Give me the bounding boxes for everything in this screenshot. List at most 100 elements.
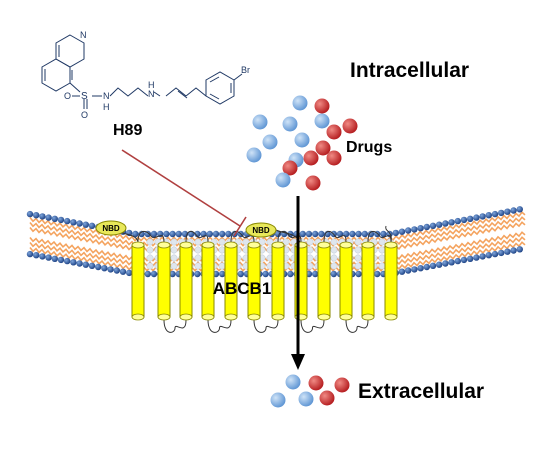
helix-cap [131,313,145,321]
lipid-head [63,217,71,225]
blue-drug-particle [270,392,286,408]
channel-bead [146,238,154,246]
lipid-head [405,227,412,234]
red-drug-particle [326,124,342,140]
lipid-head [287,270,294,278]
helix-cap [339,313,353,321]
lipid-head [132,230,139,238]
lipid-head [491,210,499,218]
lipid-head [150,270,158,278]
helix [317,241,331,321]
lipid-head [336,230,344,238]
lipid-head [423,263,430,271]
channel-bead [194,254,202,262]
helix [339,241,353,321]
intracellular-label: Intracellular [350,59,469,82]
channel-bead [330,246,338,254]
lipid-head [473,254,480,261]
red-drug-particle [305,175,321,191]
lipid-head [330,270,337,278]
helix-cap [317,241,331,249]
loop [253,319,279,333]
channel-bead [306,254,314,262]
lipid-head [467,215,474,222]
loop [185,231,209,243]
lipid-head [479,253,486,260]
channel-bead [330,262,338,270]
atom-n-amine: N [148,89,155,99]
blue-drug-particle [246,147,262,163]
channel-bead [282,238,290,246]
lipid-head [429,262,437,269]
atom-n-sulfonamide: N [103,91,110,101]
lipid-head [349,230,356,238]
red-drug-particle [314,98,330,114]
channel-bead [170,238,178,246]
helix-cap [131,241,145,249]
lipid-head [312,230,319,238]
lipid-head [169,230,176,238]
helix [224,241,238,321]
channel-bead [354,262,362,270]
lipid-head [51,215,58,222]
lipid-head [169,270,176,278]
channel-bead [306,262,314,270]
channel-bead [354,238,362,246]
lipid-head [510,207,517,214]
nbd-left-label: NBD [102,224,120,233]
helix-cap [361,241,375,249]
channel-bead [330,238,338,246]
atom-h-sulfonamide: H [103,102,110,112]
lipid-head [516,246,523,253]
red-drug-particle [342,118,358,134]
channel-bead [194,262,202,270]
lipid-head [88,222,96,229]
lipid-head [45,214,52,221]
channel-bead [266,238,274,246]
loop [163,319,187,333]
lipid-head [70,259,77,266]
channel-bead [330,254,338,262]
lipid-head [448,259,455,266]
lipid-head [212,230,220,238]
blue-drug-particle [282,116,298,132]
lipid-head [113,267,121,274]
lipid-head [26,210,34,218]
channel-bead [146,262,154,270]
loop [300,319,325,333]
helix [361,241,375,321]
lipid-head [454,257,461,265]
blue-drug-particle [262,134,278,150]
lipid-head [510,247,517,254]
channel-bead [194,238,202,246]
lipid-head [454,217,461,225]
helix-body [131,244,145,318]
lipid-head [448,219,455,226]
red-drug-particle [315,140,331,156]
helix-body [179,244,193,318]
channel-bead [170,262,178,270]
lipid-head [237,270,244,278]
lipid-head [343,230,350,238]
lipid-head [299,230,306,238]
loop [137,231,165,243]
channel-bead [354,254,362,262]
lipid-head [82,221,90,228]
lipid-head [473,214,480,221]
lipid-head [417,225,424,232]
lipid-head [163,230,170,238]
channel-bead [146,246,154,254]
lipid-head [436,221,443,228]
drugs-label: Drugs [346,139,392,156]
helix-cap [224,313,238,321]
lipid-head [417,265,424,272]
h89-structure [41,34,243,109]
lipid-head [460,216,468,224]
channel-bead [306,246,314,254]
helix [247,241,261,321]
lipid-head [63,257,71,265]
channel-bead [258,238,266,246]
lipid-head [144,270,151,278]
